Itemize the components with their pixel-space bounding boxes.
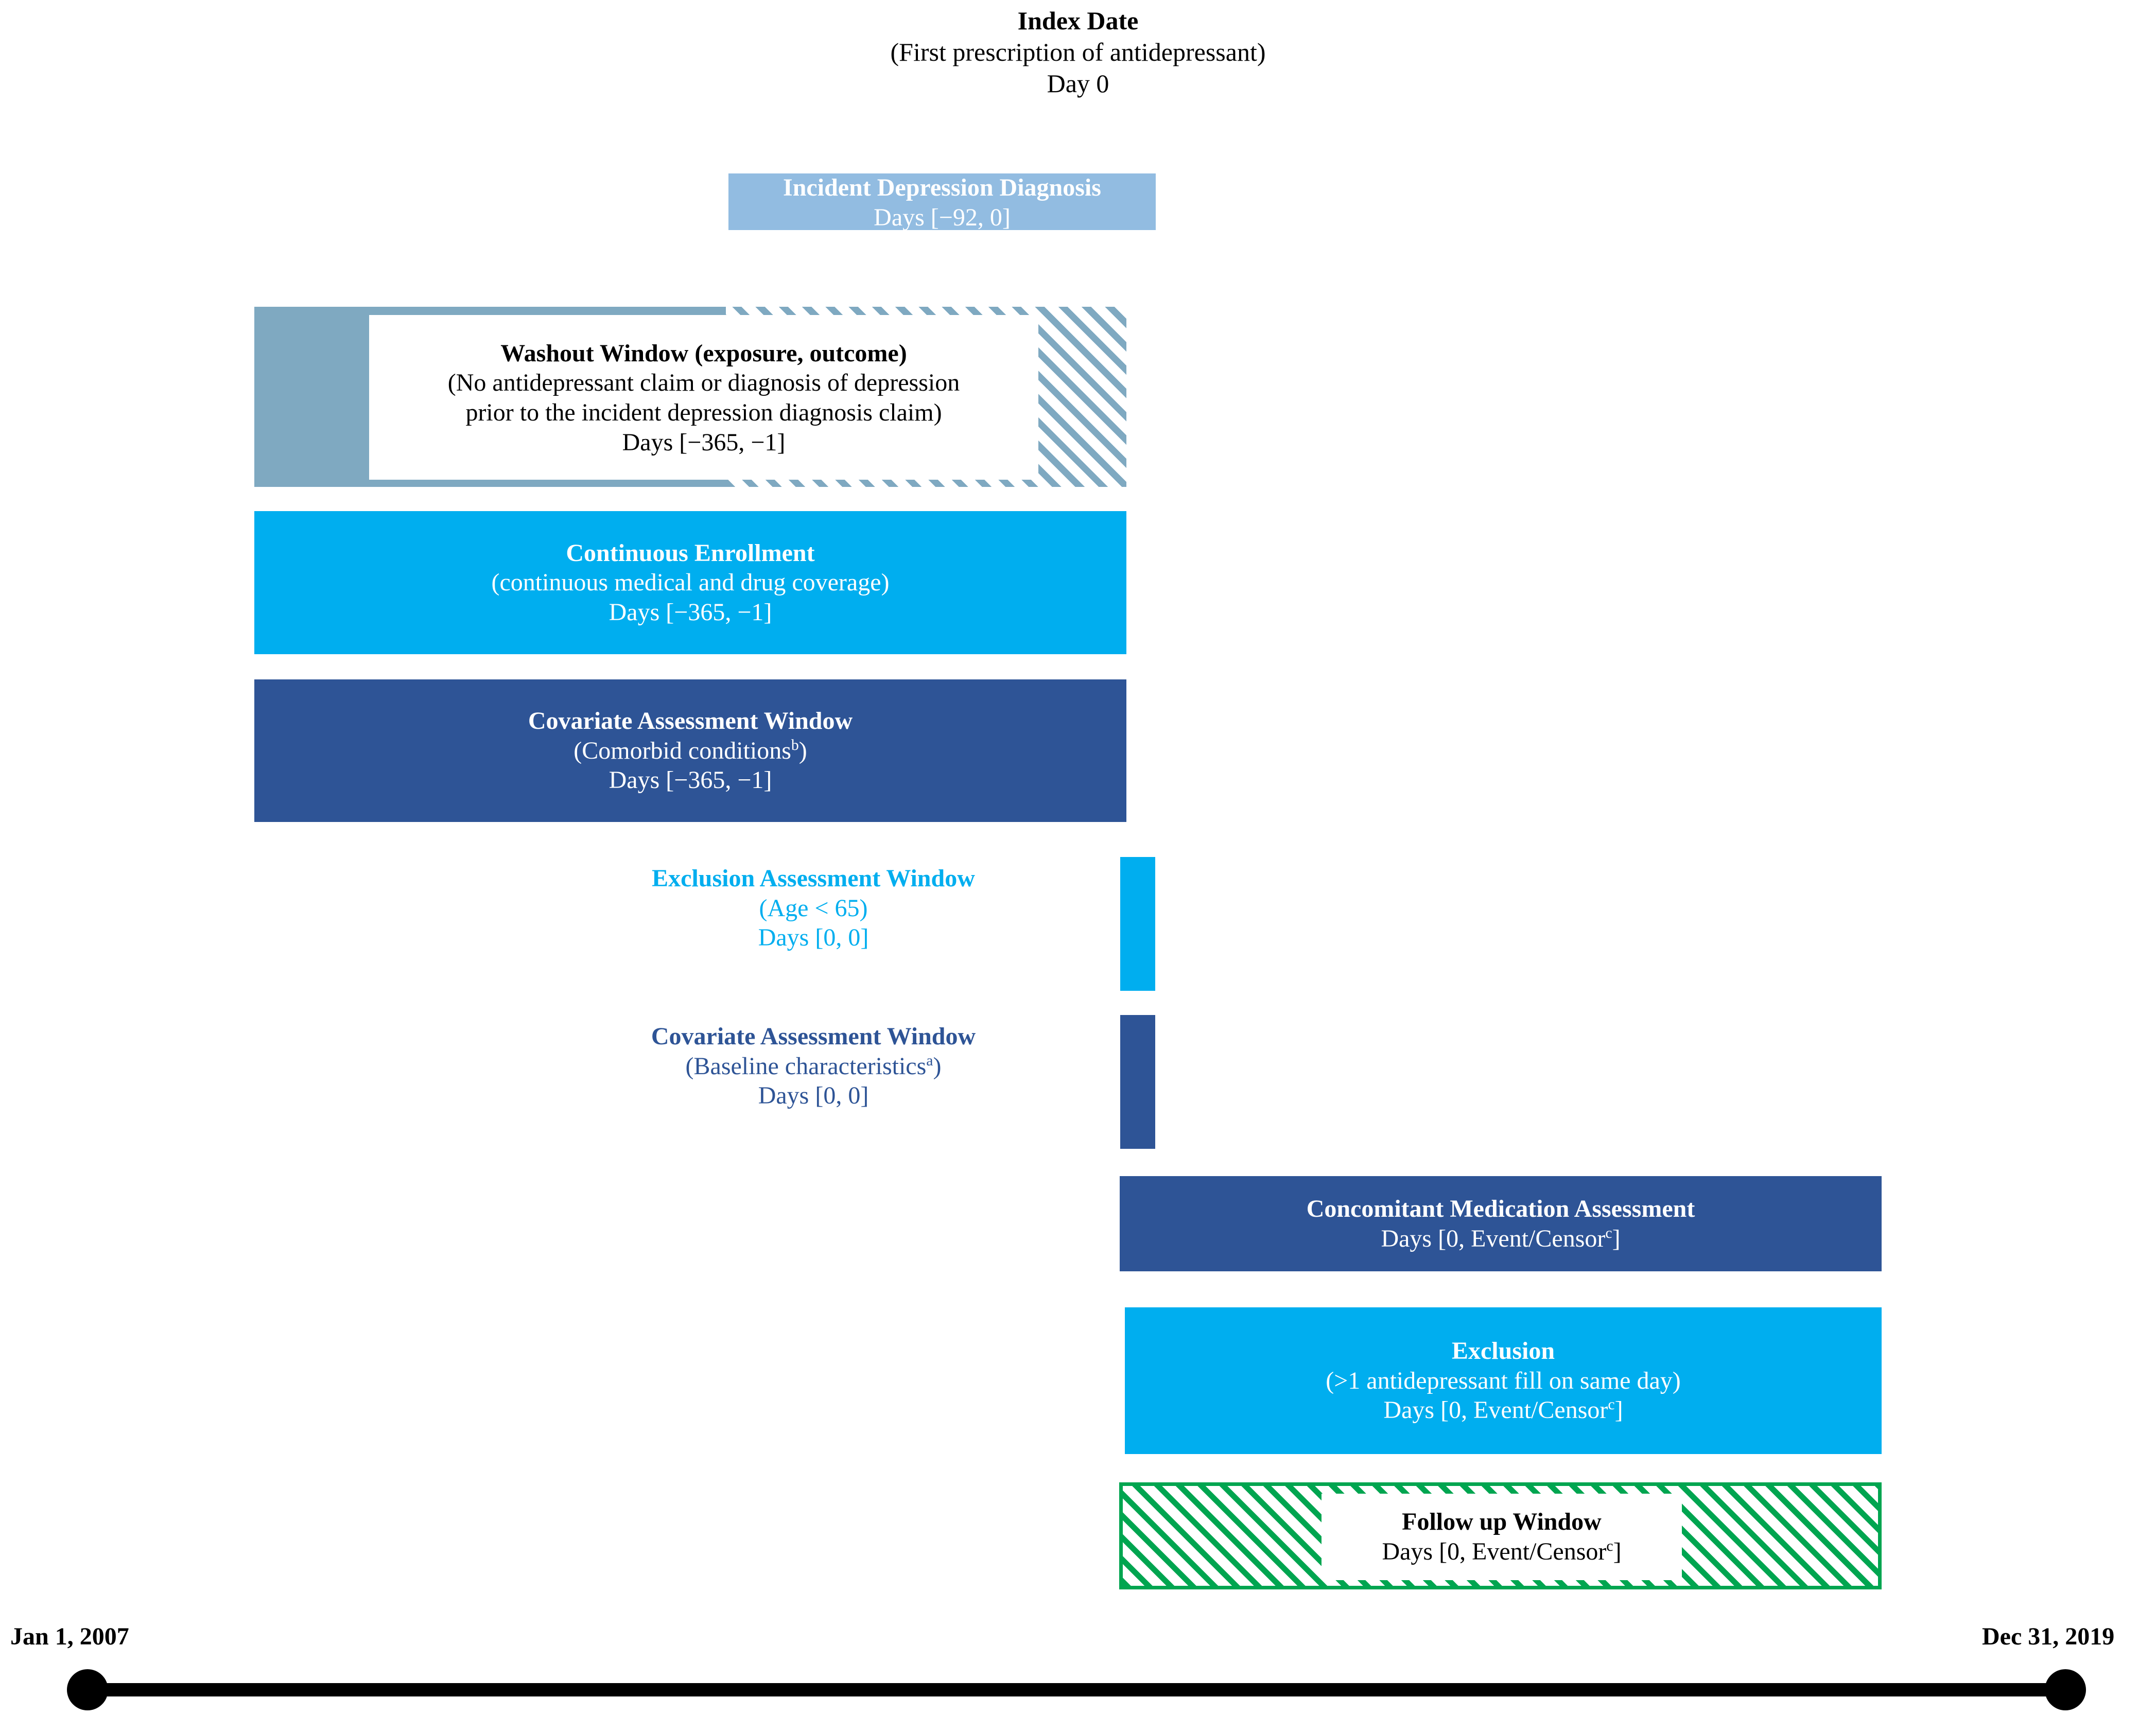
washout-detail-line2: prior to the incident depression diagnos…: [465, 399, 942, 426]
band-exclusion: Exclusion (>1 antidepressant fill on sam…: [1125, 1307, 1882, 1454]
band-incident-depression-diagnosis: Incident Depression Diagnosis Days [−92,…: [728, 173, 1156, 231]
exclusion-days: Days [0, Event/Censorc]: [1383, 1396, 1623, 1424]
enrollment-detail: (continuous medical and drug coverage): [491, 569, 890, 597]
washout-days: Days [−365, −1]: [622, 428, 786, 456]
covariate-baseline-detail: (Baseline characteristicsa): [685, 1052, 942, 1080]
washout-detail-line1: (No antidepressant claim or diagnosis of…: [447, 369, 960, 397]
band-covariate-assessment-baseline: [1120, 1015, 1155, 1149]
follow-up-label-panel: Follow up Window Days [0, Event/Censorc]: [1322, 1494, 1682, 1580]
band-exclusion-assessment-window: [1120, 857, 1155, 991]
timeline-end-label: Dec 31, 2019: [1982, 1623, 2115, 1650]
covariate-baseline-days: Days [0, 0]: [758, 1082, 869, 1110]
concomitant-days: Days [0, Event/Censorc]: [1381, 1224, 1621, 1252]
incident-title: Incident Depression Diagnosis: [783, 174, 1101, 202]
band-washout-window: Washout Window (exposure, outcome) (No a…: [369, 315, 1038, 480]
timeline-start-label: Jan 1, 2007: [10, 1623, 129, 1650]
index-date-title: Index Date: [1017, 6, 1139, 35]
incident-days: Days [−92, 0]: [874, 204, 1011, 231]
followup-days: Days [0, Event/Censorc]: [1382, 1537, 1622, 1565]
band-covariate-assessment-comorbid: Covariate Assessment Window (Comorbid co…: [254, 679, 1126, 822]
washout-title: Washout Window (exposure, outcome): [500, 339, 907, 367]
covariate-comorbid-title: Covariate Assessment Window: [528, 707, 853, 735]
enrollment-days: Days [−365, −1]: [608, 598, 772, 626]
exclusion-assessment-title: Exclusion Assessment Window: [652, 865, 975, 892]
exclusion-detail: (>1 antidepressant fill on same day): [1326, 1367, 1681, 1394]
timeline-start-dot-icon: [67, 1669, 108, 1710]
covariate-baseline-title: Covariate Assessment Window: [651, 1023, 976, 1050]
covariate-comorbid-detail: (Comorbid conditionsb): [573, 736, 807, 764]
index-date-header: Index Date (First prescription of antide…: [0, 5, 2156, 99]
footnote-marker-b: b: [791, 736, 799, 754]
index-date-day: Day 0: [1047, 69, 1109, 98]
band-continuous-enrollment: Continuous Enrollment (continuous medica…: [254, 511, 1126, 654]
exclusion-title: Exclusion: [1451, 1337, 1555, 1365]
footnote-marker-c: c: [1608, 1396, 1615, 1413]
concomitant-title: Concomitant Medication Assessment: [1306, 1195, 1695, 1222]
timeline-axis-line: [80, 1683, 2076, 1696]
exclusion-assessment-label: Exclusion Assessment Window (Age < 65) D…: [530, 864, 1097, 953]
enrollment-title: Continuous Enrollment: [566, 539, 815, 567]
timeline-end-dot-icon: [2045, 1669, 2086, 1710]
exclusion-assessment-days: Days [0, 0]: [758, 924, 869, 952]
covariate-baseline-label: Covariate Assessment Window (Baseline ch…: [530, 1022, 1097, 1111]
followup-title: Follow up Window: [1402, 1508, 1602, 1536]
footnote-marker-a: a: [926, 1052, 933, 1069]
covariate-comorbid-days: Days [−365, −1]: [608, 766, 772, 794]
footnote-marker-c: c: [1605, 1224, 1612, 1241]
exclusion-assessment-detail: (Age < 65): [759, 894, 868, 922]
band-concomitant-medication-assessment: Concomitant Medication Assessment Days […: [1120, 1176, 1882, 1271]
index-date-subtitle: (First prescription of antidepressant): [890, 38, 1266, 66]
footnote-marker-c: c: [1606, 1537, 1613, 1554]
